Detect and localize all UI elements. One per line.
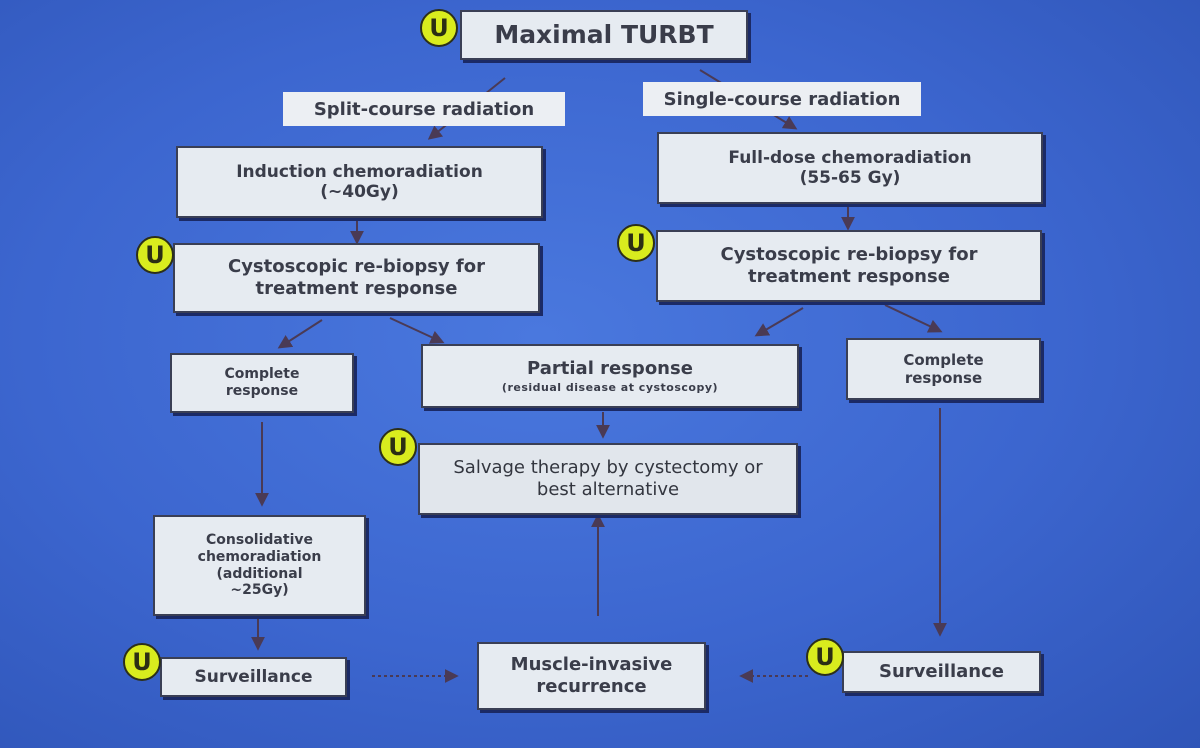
split-course-label: Split-course radiation <box>283 92 565 126</box>
rebiopsy-left-box: Cystoscopic re-biopsy for treatment resp… <box>173 243 540 313</box>
arrow-rebiopsy-left-to-partial <box>389 317 445 344</box>
u-badge-salvage: U <box>379 428 417 466</box>
complete-response-left-box: Complete response <box>170 353 354 413</box>
u-badge-surveillance-left: U <box>123 643 161 681</box>
surveillance-left-label: Surveillance <box>194 666 313 687</box>
rebiopsy-right-box: Cystoscopic re-biopsy for treatment resp… <box>656 230 1042 302</box>
arrow-rebiopsy-right-to-complete <box>884 304 943 333</box>
rebiopsy-left-line2: treatment response <box>255 278 458 299</box>
single-course-label: Single-course radiation <box>643 82 921 116</box>
complete-left-line1: Complete <box>224 366 300 383</box>
recurrence-line1: Muscle-invasive <box>510 654 673 676</box>
partial-line1: Partial response <box>527 357 693 379</box>
partial-line2: (residual disease at cystoscopy) <box>501 381 719 395</box>
complete-right-line1: Complete <box>903 351 984 369</box>
consolidative-line4: ~25Gy) <box>230 582 289 599</box>
maximal-turbt-label: Maximal TURBT <box>494 20 714 49</box>
salvage-line2: best alternative <box>536 479 680 500</box>
full-dose-line1: Full-dose chemoradiation <box>728 147 972 168</box>
surveillance-left-box: Surveillance <box>160 657 347 697</box>
salvage-line1: Salvage therapy by cystectomy or <box>453 457 763 479</box>
rebiopsy-right-line2: treatment response <box>748 266 950 287</box>
muscle-invasive-recurrence-box: Muscle-invasive recurrence <box>477 642 706 710</box>
full-dose-chemoradiation-box: Full-dose chemoradiation (55-65 Gy) <box>657 132 1043 204</box>
u-badge-rebiopsy-right: U <box>617 224 655 262</box>
induction-line2: (~40Gy) <box>320 182 399 202</box>
u-badge-turbt: U <box>420 9 458 47</box>
salvage-therapy-box: Salvage therapy by cystectomy or best al… <box>418 443 798 515</box>
complete-left-line2: response <box>225 383 299 399</box>
arrow-rebiopsy-left-to-complete <box>277 319 323 349</box>
induction-line1: Induction chemoradiation <box>236 161 483 182</box>
full-dose-line2: (55-65 Gy) <box>799 168 901 188</box>
consolidative-line1: Consolidative <box>206 531 313 548</box>
partial-response-box: Partial response (residual disease at cy… <box>421 344 799 408</box>
arrow-rebiopsy-right-to-partial <box>754 307 804 337</box>
surveillance-right-box: Surveillance <box>842 651 1041 693</box>
u-badge-rebiopsy-left: U <box>136 236 174 274</box>
rebiopsy-left-line1: Cystoscopic re-biopsy for <box>227 256 486 278</box>
recurrence-line2: recurrence <box>536 676 647 697</box>
complete-right-line2: response <box>904 369 983 387</box>
complete-response-right-box: Complete response <box>846 338 1041 400</box>
consolidative-chemoradiation-box: Consolidative chemoradiation (additional… <box>153 515 366 616</box>
rebiopsy-right-line1: Cystoscopic re-biopsy for <box>720 244 978 266</box>
maximal-turbt-box: Maximal TURBT <box>460 10 748 60</box>
consolidative-line3: (additional <box>216 565 303 582</box>
u-badge-surveillance-right: U <box>806 638 844 676</box>
surveillance-right-label: Surveillance <box>879 661 1004 683</box>
consolidative-line2: chemoradiation <box>197 548 322 565</box>
induction-chemoradiation-box: Induction chemoradiation (~40Gy) <box>176 146 543 218</box>
